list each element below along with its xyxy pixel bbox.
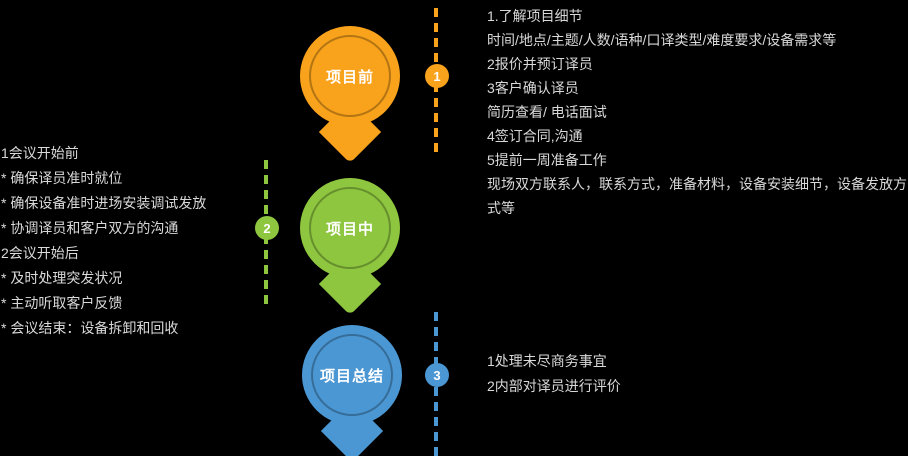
note-line: 1会议开始前 xyxy=(1,145,79,161)
stage1-notes: 1.了解项目细节 时间/地点/主题/人数/语种/口译类型/难度要求/设备需求等 … xyxy=(487,4,908,220)
stage2-pin-circle: 项目中 xyxy=(300,178,400,278)
note-line: 4签订合同,沟通 xyxy=(487,128,583,144)
stage1-pin: 项目前 xyxy=(300,26,400,166)
stage3-pin-circle: 项目总结 xyxy=(302,325,402,425)
stage1-pin-circle: 项目前 xyxy=(300,26,400,126)
note-line: 现场双方联系人，联系方式，准备材料，设备安装细节，设备发放方式等 xyxy=(487,176,907,216)
stage1-pin-ring: 项目前 xyxy=(309,35,391,117)
stage2-number-badge: 2 xyxy=(255,216,279,240)
stage3-notes: 1处理未尽商务事宜 2内部对译员进行评价 xyxy=(487,349,907,399)
stage2-notes: 1会议开始前 * 确保译员准时就位 * 确保设备准时进场安装调试发放 * 协调译… xyxy=(1,141,273,341)
stage1-number-badge: 1 xyxy=(425,64,449,88)
stage3-pin: 项目总结 xyxy=(302,325,402,456)
note-line: 2报价并预订译员 xyxy=(487,56,593,72)
stage2-pin-ring: 项目中 xyxy=(309,187,391,269)
note-line: 3客户确认译员 xyxy=(487,80,579,96)
note-line: 简历查看/ 电话面试 xyxy=(487,104,607,120)
note-line: 2内部对译员进行评价 xyxy=(487,378,621,394)
stage2-pin: 项目中 xyxy=(300,178,400,318)
note-line: * 确保译员准时就位 xyxy=(1,170,123,186)
note-line: * 确保设备准时进场安装调试发放 xyxy=(1,195,207,211)
stage3-label: 项目总结 xyxy=(319,367,384,385)
stage2-label: 项目中 xyxy=(325,220,374,238)
note-line: * 协调译员和客户双方的沟通 xyxy=(1,220,179,236)
note-line: * 及时处理突发状况 xyxy=(1,270,123,286)
note-line: 1处理未尽商务事宜 xyxy=(487,353,607,369)
stage3-number-badge: 3 xyxy=(425,363,449,387)
note-line: 5提前一周准备工作 xyxy=(487,152,607,168)
note-line: 时间/地点/主题/人数/语种/口译类型/难度要求/设备需求等 xyxy=(487,32,837,48)
stage1-label: 项目前 xyxy=(325,68,374,86)
note-line: * 会议结束：设备拆卸和回收 xyxy=(1,320,179,336)
note-line: 1.了解项目细节 xyxy=(487,8,583,24)
stage3-pin-ring: 项目总结 xyxy=(311,334,393,416)
note-line: * 主动听取客户反馈 xyxy=(1,295,123,311)
note-line: 2会议开始后 xyxy=(1,245,79,261)
